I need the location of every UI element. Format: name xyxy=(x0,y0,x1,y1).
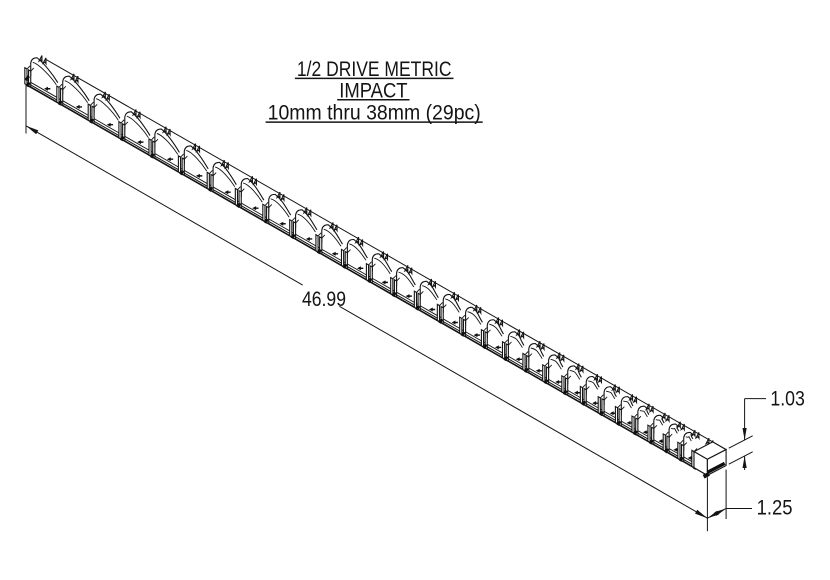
svg-text:1.03: 1.03 xyxy=(770,388,805,411)
svg-text:1/2 DRIVE METRIC: 1/2 DRIVE METRIC xyxy=(297,58,452,81)
svg-text:46.99: 46.99 xyxy=(302,288,346,311)
svg-text:IMPACT: IMPACT xyxy=(339,79,407,102)
svg-text:10mm thru 38mm (29pc): 10mm thru 38mm (29pc) xyxy=(268,102,481,125)
svg-text:1.25: 1.25 xyxy=(757,497,793,520)
